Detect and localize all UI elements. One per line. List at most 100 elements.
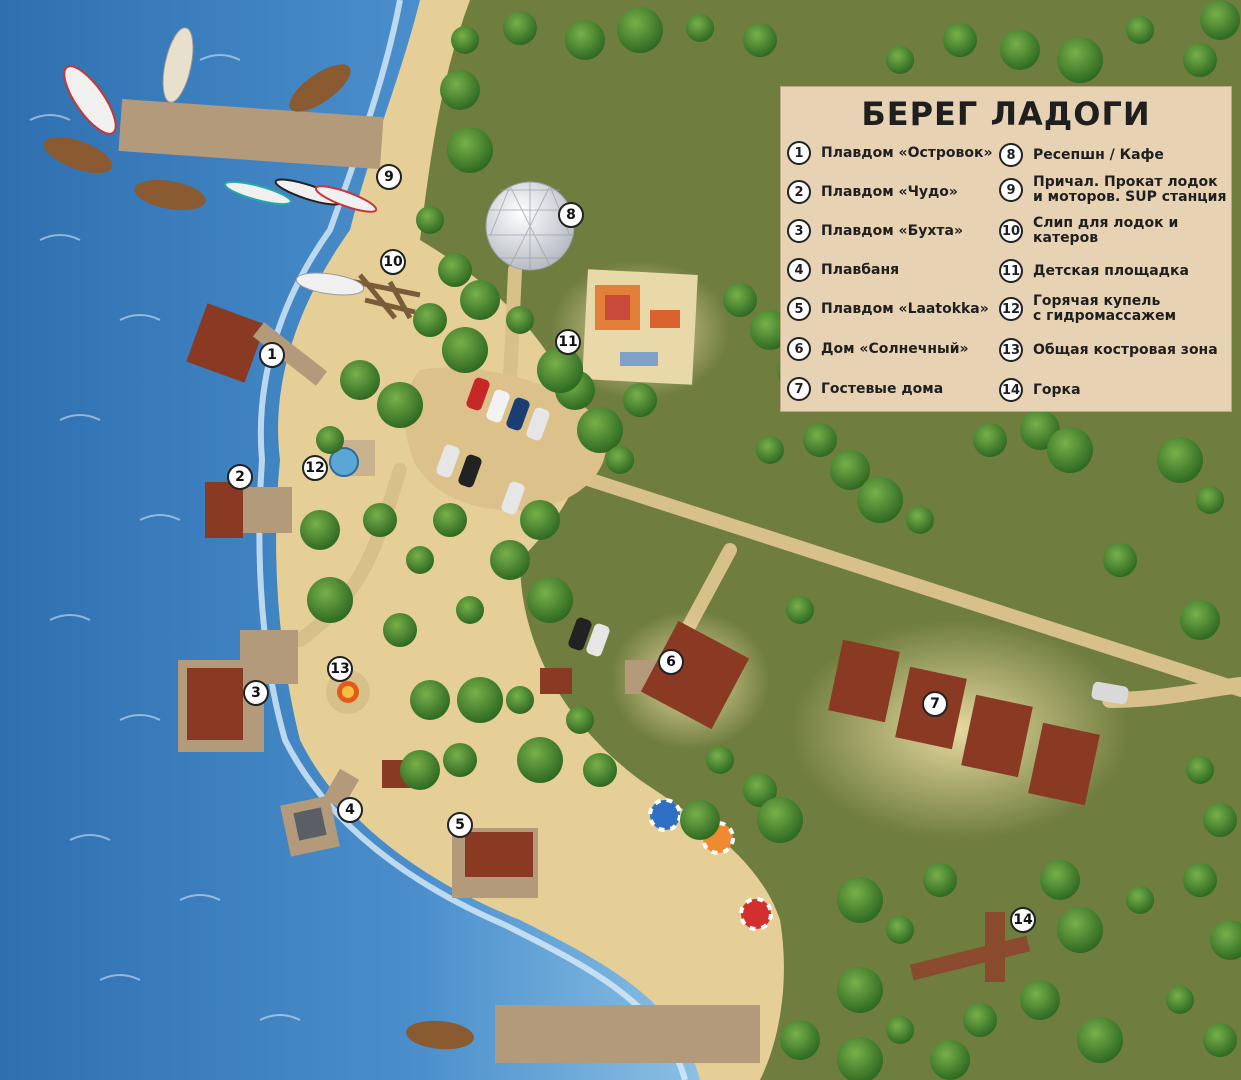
- tree: [837, 877, 883, 923]
- tree: [506, 686, 534, 714]
- tree: [565, 20, 605, 60]
- floating-house-3: [178, 630, 298, 752]
- floating-house-1: [186, 303, 328, 386]
- tree: [1103, 543, 1137, 577]
- legend-title: БЕРЕГ ЛАДОГИ: [861, 95, 1151, 133]
- tree: [460, 280, 500, 320]
- tree: [1196, 486, 1224, 514]
- tree: [723, 283, 757, 317]
- tree: [1203, 1023, 1237, 1057]
- legend-number: 3: [787, 219, 811, 243]
- legend-number: 10: [999, 219, 1023, 243]
- map-marker-10[interactable]: 10: [380, 249, 406, 275]
- tree: [1057, 907, 1103, 953]
- map-marker-2[interactable]: 2: [227, 464, 253, 490]
- tree: [743, 23, 777, 57]
- legend-number: 6: [787, 337, 811, 361]
- tree: [433, 503, 467, 537]
- tree: [830, 450, 870, 490]
- tree: [886, 46, 914, 74]
- tree: [517, 737, 563, 783]
- map-marker-1[interactable]: 1: [259, 342, 285, 368]
- legend-label: Плавдом «Laatokka»: [821, 300, 989, 317]
- legend-item-7: 7 Гостевые дома: [787, 377, 943, 401]
- tree: [1166, 986, 1194, 1014]
- map-marker-3[interactable]: 3: [243, 680, 269, 706]
- tree: [1126, 16, 1154, 44]
- tree: [686, 14, 714, 42]
- small-hut: [540, 668, 572, 694]
- tree: [906, 506, 934, 534]
- tree: [886, 1016, 914, 1044]
- map-legend: БЕРЕГ ЛАДОГИ 1 Плавдом «Островок» 2 Плав…: [780, 86, 1232, 412]
- tree: [377, 382, 423, 428]
- tree: [1000, 30, 1040, 70]
- map-marker-7[interactable]: 7: [922, 691, 948, 717]
- legend-item-14: 14 Горка: [999, 378, 1081, 402]
- tree: [1203, 803, 1237, 837]
- tree: [363, 503, 397, 537]
- map-marker-12[interactable]: 12: [302, 455, 328, 481]
- tree: [447, 127, 493, 173]
- slide-14: [909, 912, 1031, 982]
- tree: [706, 746, 734, 774]
- legend-item-3: 3 Плавдом «Бухта»: [787, 219, 963, 243]
- map-marker-9[interactable]: 9: [376, 164, 402, 190]
- map-marker-13[interactable]: 13: [327, 656, 353, 682]
- legend-item-9: 9 Причал. Прокат лодок и моторов. SUP ст…: [999, 175, 1226, 205]
- pier-top: [118, 98, 384, 170]
- hot-tub: [329, 440, 375, 477]
- legend-number: 4: [787, 258, 811, 282]
- tree: [316, 426, 344, 454]
- legend-item-6: 6 Дом «Солнечный»: [787, 337, 969, 361]
- house-6: [625, 620, 750, 730]
- map-marker-8[interactable]: 8: [558, 202, 584, 228]
- tree: [1157, 437, 1203, 483]
- tree: [1040, 860, 1080, 900]
- tree: [1077, 1017, 1123, 1063]
- floating-house-5: [452, 828, 538, 898]
- legend-item-10: 10 Слип для лодок и катеров: [999, 216, 1178, 246]
- tree: [520, 500, 560, 540]
- tree: [923, 863, 957, 897]
- legend-number: 12: [999, 297, 1023, 321]
- tree: [400, 750, 440, 790]
- map-marker-14[interactable]: 14: [1010, 907, 1036, 933]
- legend-number: 5: [787, 297, 811, 321]
- legend-item-5: 5 Плавдом «Laatokka»: [787, 297, 989, 321]
- beach-umbrellas: [648, 798, 773, 931]
- tree: [410, 680, 450, 720]
- tree: [442, 327, 488, 373]
- lake-water: [0, 0, 700, 1080]
- tree: [1183, 43, 1217, 77]
- legend-item-13: 13 Общая костровая зона: [999, 338, 1218, 362]
- tree: [1210, 920, 1241, 960]
- legend-item-2: 2 Плавдом «Чудо»: [787, 180, 958, 204]
- tree: [743, 773, 777, 807]
- tree: [456, 596, 484, 624]
- legend-label: Причал. Прокат лодок и моторов. SUP стан…: [1033, 174, 1227, 205]
- boats: [43, 27, 474, 1050]
- legend-item-8: 8 Ресепшн / Кафе: [999, 143, 1164, 167]
- tree: [1183, 863, 1217, 897]
- map-marker-6[interactable]: 6: [658, 649, 684, 675]
- legend-label: Плавдом «Бухта»: [821, 222, 963, 239]
- tree: [1020, 980, 1060, 1020]
- tree: [583, 753, 617, 787]
- map-marker-4[interactable]: 4: [337, 797, 363, 823]
- legend-item-11: 11 Детская площадка: [999, 259, 1189, 283]
- legend-label: Общая костровая зона: [1033, 341, 1218, 358]
- tree: [886, 916, 914, 944]
- tree: [438, 253, 472, 287]
- floating-house-2: [205, 482, 292, 538]
- tree: [963, 1003, 997, 1037]
- tree: [1180, 600, 1220, 640]
- map-marker-11[interactable]: 11: [555, 329, 581, 355]
- tree: [857, 477, 903, 523]
- tree: [756, 436, 784, 464]
- legend-number: 9: [999, 178, 1023, 202]
- tree: [440, 70, 480, 110]
- tree: [490, 540, 530, 580]
- map-marker-5[interactable]: 5: [447, 812, 473, 838]
- wave-lines: [29, 54, 301, 1021]
